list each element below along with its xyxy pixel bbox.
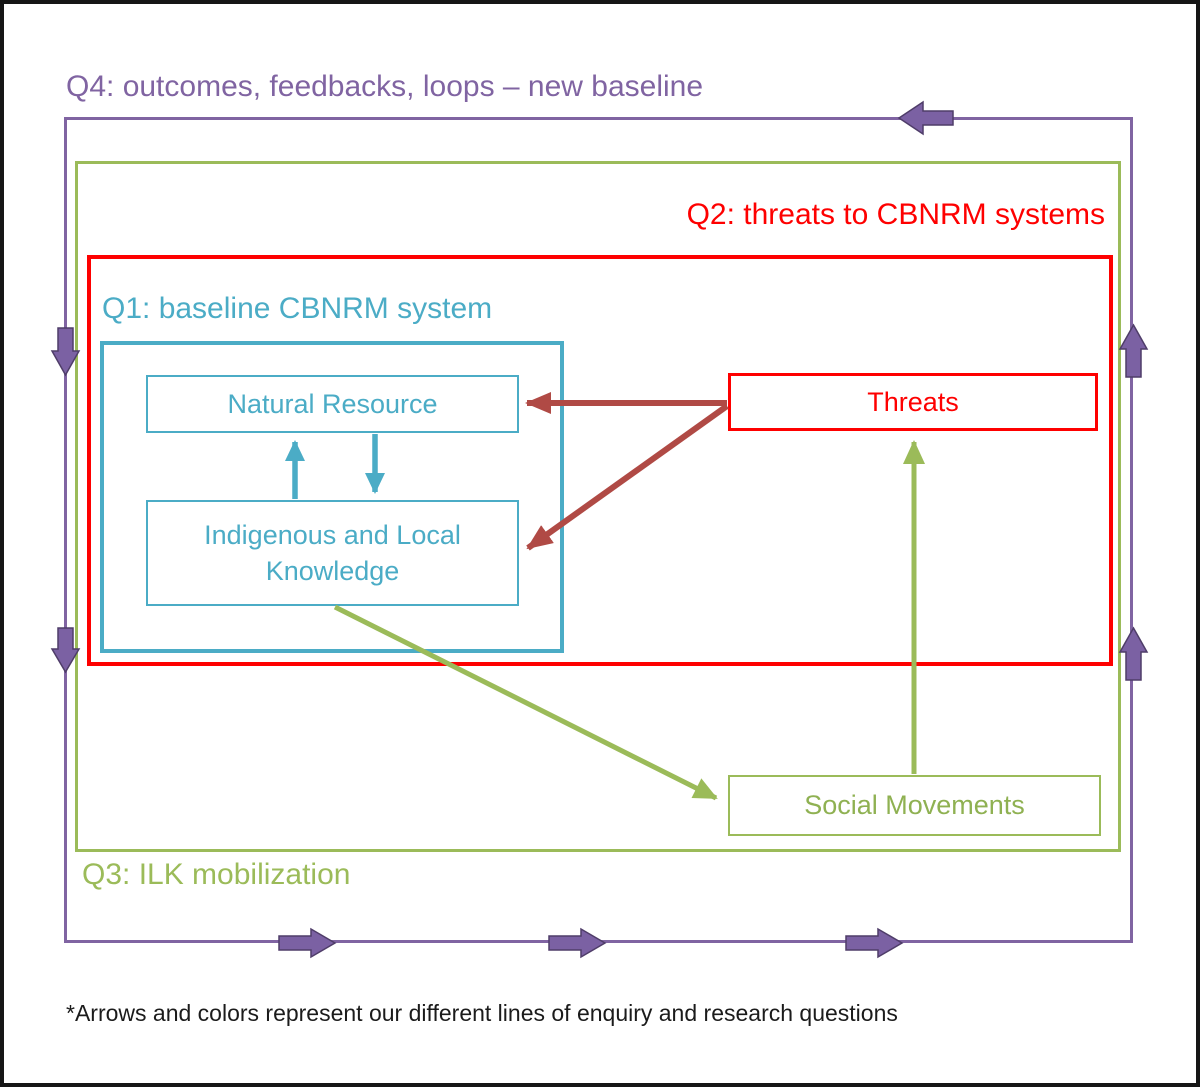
natural-resource-node: Natural Resource [146, 375, 519, 433]
threats-label: Threats [867, 386, 959, 417]
indigenous-local-knowledge-label: Indigenous and Local Knowledge [204, 519, 461, 586]
social-movements-label: Social Movements [804, 790, 1025, 821]
q3-ilk-mobilization-box [75, 161, 1121, 852]
footnote: *Arrows and colors represent our differe… [66, 1000, 898, 1026]
social-movements-node: Social Movements [728, 775, 1101, 836]
threats-node: Threats [728, 373, 1098, 431]
q1-label: Q1: baseline CBNRM system [102, 292, 493, 325]
indigenous-local-knowledge-node: Indigenous and Local Knowledge [146, 500, 519, 606]
q2-label: Q2: threats to CBNRM systems [686, 198, 1105, 231]
q4-label: Q4: outcomes, feedbacks, loops – new bas… [66, 70, 704, 103]
natural-resource-label: Natural Resource [227, 388, 438, 419]
q3-label: Q3: ILK mobilization [82, 858, 351, 891]
